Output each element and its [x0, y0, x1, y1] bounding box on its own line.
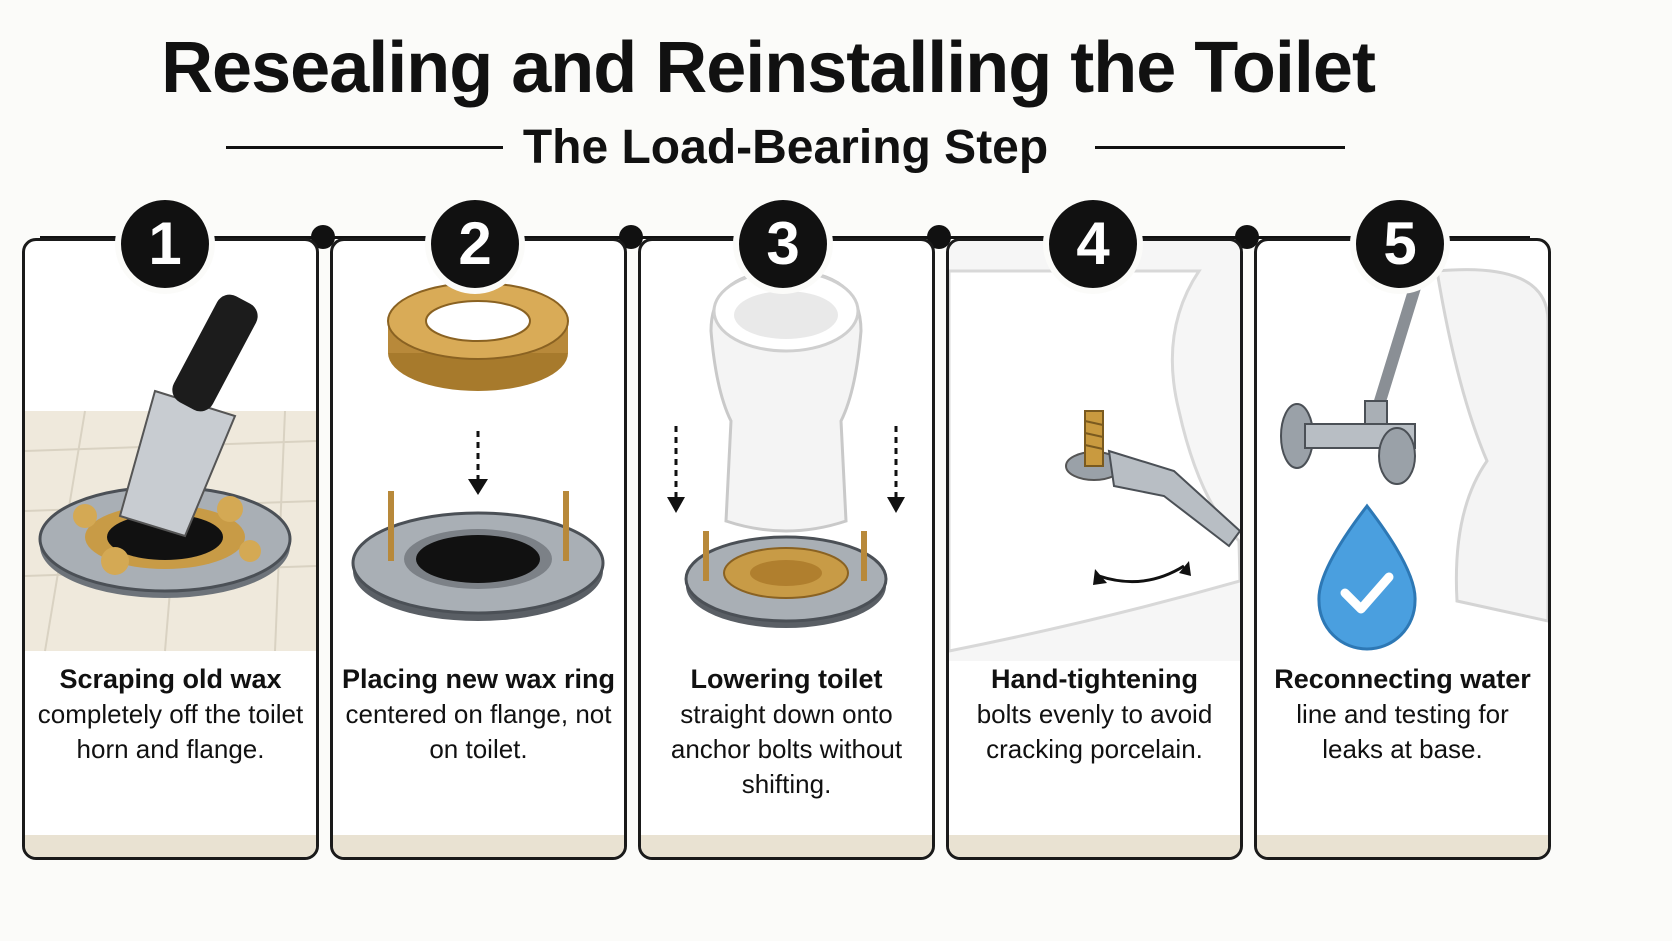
step-heading-5: Reconnecting water [1274, 664, 1531, 694]
subtitle-row: The Load-Bearing Step [226, 120, 1345, 176]
step-badge-3: 3 [733, 194, 833, 294]
step-body-5: line and testing for leaks at base. [1296, 699, 1509, 764]
step-card-3: Lowering toilet straight down onto ancho… [638, 238, 935, 860]
step-badge-5: 5 [1350, 194, 1450, 294]
wax-ring-flange-icon [351, 282, 605, 621]
step-card-2: Placing new wax ring centered on flange,… [330, 238, 627, 860]
step-heading-4: Hand-tightening [991, 664, 1198, 694]
step-caption-5: Reconnecting water line and testing for … [1265, 661, 1540, 767]
step-badge-2: 2 [425, 194, 525, 294]
putty-knife-flange-icon [25, 292, 316, 652]
step-badge-4: 4 [1043, 194, 1143, 294]
water-valve-check-icon [1280, 268, 1548, 651]
toilet-lowering-icon [667, 269, 905, 628]
step-body-2: centered on flange, not on toilet. [345, 699, 612, 764]
step-caption-4: Hand-tightening bolts evenly to avoid cr… [957, 661, 1232, 767]
page-title: Resealing and Reinstalling the Toilet [161, 28, 1376, 108]
step-body-1: completely off the toilet horn and flang… [37, 699, 304, 764]
step-heading-2: Placing new wax ring [341, 664, 616, 694]
step-heading-3: Lowering toilet [690, 664, 883, 694]
step-caption-1: Scraping old wax completely off the toil… [33, 661, 308, 767]
step-card-4: Hand-tightening bolts evenly to avoid cr… [946, 238, 1243, 860]
subtitle-rule-left [226, 146, 516, 149]
subtitle: The Load-Bearing Step [502, 121, 1069, 174]
step-heading-1: Scraping old wax [59, 664, 282, 694]
wrench-bolt-icon [949, 241, 1240, 661]
step-card-1: Scraping old wax completely off the toil… [22, 238, 319, 860]
step-card-5: Reconnecting water line and testing for … [1254, 238, 1551, 860]
step-caption-3: Lowering toilet straight down onto ancho… [649, 661, 924, 802]
step-caption-2: Placing new wax ring centered on flange,… [341, 661, 616, 767]
step-body-4: bolts evenly to avoid cracking porcelain… [976, 699, 1213, 764]
step-body-3: straight down onto anchor bolts without … [670, 699, 903, 799]
subtitle-rule-right [1095, 146, 1345, 149]
step-badge-1: 1 [115, 194, 215, 294]
